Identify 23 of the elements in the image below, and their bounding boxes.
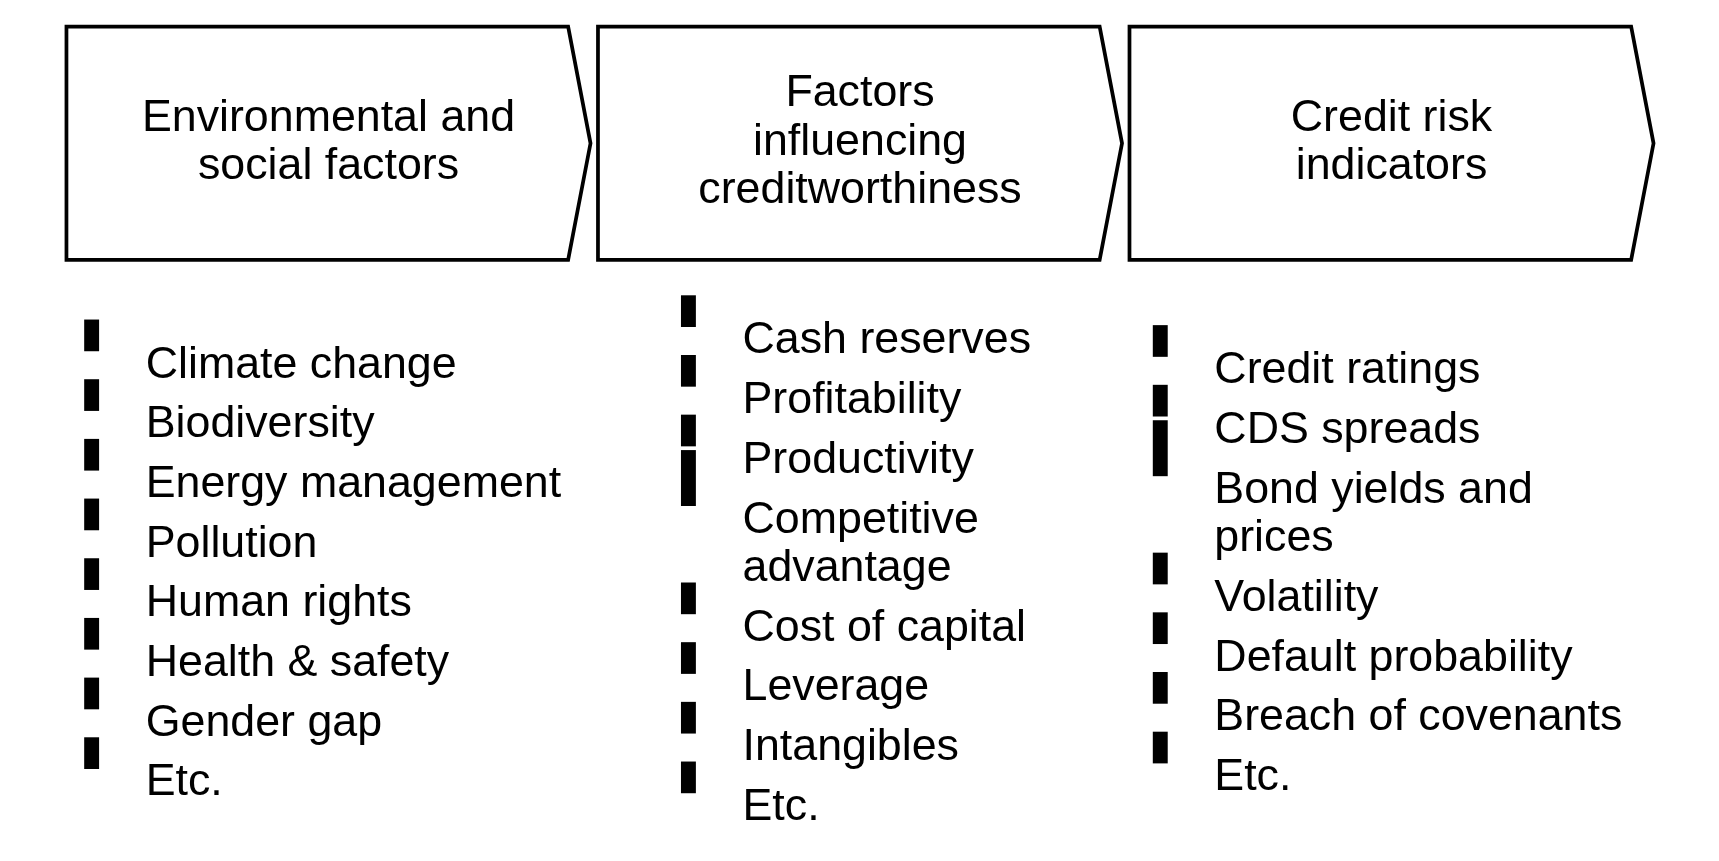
node-label: Energy management xyxy=(145,456,561,507)
node-label: Intangibles xyxy=(742,719,959,770)
node-label: CDS spreads xyxy=(1213,402,1480,452)
node-label: Health & safety xyxy=(145,635,449,686)
node-label: Climate change xyxy=(145,336,457,387)
node-label: Cost of capital xyxy=(742,599,1026,650)
node-label: Default probability xyxy=(1213,629,1573,680)
node-label: Human rights xyxy=(145,575,412,626)
node-label: Etc. xyxy=(145,754,223,805)
node-label: Credit ratings xyxy=(1213,342,1480,393)
node-label: Gender gap xyxy=(145,694,382,745)
node-label: Pollution xyxy=(145,515,317,566)
node-label: Breach of covenants xyxy=(1213,689,1622,740)
node-label: Volatility xyxy=(1213,569,1379,620)
node-label: Etc. xyxy=(742,778,820,829)
node-label: Leverage xyxy=(742,659,929,710)
node-label: Competitive advantage xyxy=(742,491,979,590)
node-label: Profitability xyxy=(742,372,961,423)
node-label: Cash reserves xyxy=(742,312,1031,363)
node-label: Bond yields and prices xyxy=(1213,461,1533,561)
node-label: Etc. xyxy=(1213,748,1291,799)
node-label: Biodiversity xyxy=(145,396,375,447)
node-label: Productivity xyxy=(742,431,974,482)
